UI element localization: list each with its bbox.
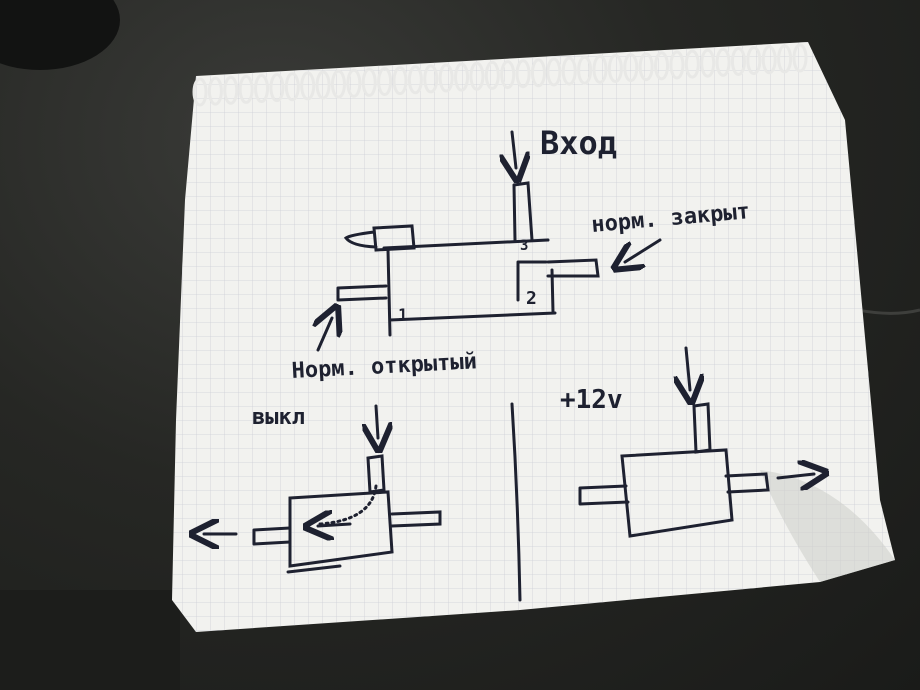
spiral-ring — [484, 60, 500, 90]
spiral-ring — [592, 54, 608, 84]
spiral-binding — [192, 43, 808, 107]
spiral-ring — [546, 57, 562, 87]
spiral-ring — [777, 44, 793, 74]
plunger-left — [343, 224, 416, 252]
spiral-ring — [454, 62, 470, 92]
spiral-ring — [392, 66, 408, 96]
arrow-normally-open — [318, 318, 332, 352]
arrow-input — [512, 130, 516, 168]
valve-diagram — [204, 130, 814, 602]
port-label-3: 3 — [520, 238, 528, 254]
label-12v: +12v — [560, 385, 623, 415]
spiral-ring — [638, 52, 654, 82]
spiral-ring — [469, 61, 485, 91]
spiral-ring — [330, 69, 346, 99]
spiral-ring — [223, 75, 239, 105]
spiral-ring — [515, 59, 531, 89]
spiral-ring — [254, 74, 270, 104]
port-label-2: 2 — [526, 288, 537, 309]
spiral-ring — [500, 60, 516, 90]
spiral-ring — [346, 68, 362, 98]
spiral-ring — [684, 49, 700, 79]
arrow-12v-out — [776, 474, 814, 478]
port-2-tube — [516, 258, 600, 302]
spiral-ring — [192, 77, 208, 107]
spiral-ring — [761, 45, 777, 75]
spiral-ring — [438, 63, 454, 93]
spiral-ring — [561, 56, 577, 86]
page-divider — [510, 402, 522, 602]
spiral-ring — [423, 64, 439, 94]
spiral-ring — [715, 47, 731, 77]
label-off: выкл — [252, 405, 305, 430]
spiral-ring — [530, 58, 546, 88]
arrow-normally-closed — [625, 238, 662, 262]
spiral-ring — [238, 74, 254, 104]
arrow-off-down — [376, 404, 378, 438]
spiral-ring — [730, 46, 746, 76]
spiral-ring — [300, 71, 316, 101]
spiral-ring — [315, 70, 331, 100]
spiral-ring — [207, 76, 223, 106]
spiral-ring — [669, 50, 685, 80]
valve-body-top — [382, 238, 557, 337]
spiral-ring — [377, 67, 393, 97]
spiral-ring — [577, 55, 593, 85]
spiral-ring — [607, 53, 623, 83]
spiral-ring — [654, 51, 670, 81]
spiral-ring — [407, 65, 423, 95]
port-1-tube — [336, 284, 388, 302]
arrow-12v-down — [686, 346, 690, 390]
spiral-ring — [792, 43, 808, 73]
spiral-ring — [700, 48, 716, 78]
spiral-ring — [623, 53, 639, 83]
notebook-page — [172, 42, 895, 632]
spiral-ring — [284, 72, 300, 102]
valve-body-12v — [620, 448, 734, 538]
spiral-ring — [361, 67, 377, 97]
port-label-1: 1 — [398, 305, 408, 324]
spiral-ring — [746, 46, 762, 76]
spiral-ring — [269, 73, 285, 103]
label-input: Вход — [540, 124, 617, 162]
